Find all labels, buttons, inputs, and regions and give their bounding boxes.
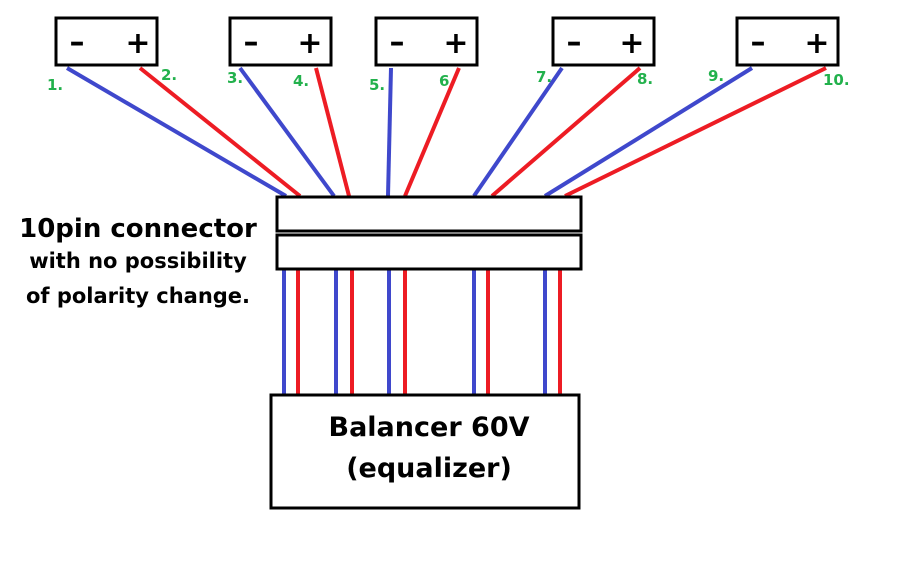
balancer-box (269, 393, 581, 510)
cell-4: – + (551, 16, 656, 67)
wire-1-upper (65, 66, 288, 198)
cell-box (228, 16, 333, 67)
pin-label-1: 1. (47, 76, 63, 94)
cell-box (551, 16, 656, 67)
balancer-title: Balancer 60V (329, 412, 530, 443)
connector-bottom-half (275, 233, 583, 271)
plus-sign: + (619, 26, 644, 61)
minus-sign: – (70, 25, 85, 60)
cell-3: – + (374, 16, 479, 67)
wire-8-upper (490, 66, 642, 198)
wire-2-upper (138, 66, 302, 198)
connector-title: 10pin connector (19, 214, 257, 244)
pin-label-10: 10. (823, 71, 850, 89)
connector-note-line-2: of polarity change. (26, 284, 250, 308)
plus-sign: + (443, 26, 468, 61)
wire-7-upper (472, 66, 564, 198)
plus-sign: + (804, 26, 829, 61)
plus-sign: + (297, 26, 322, 61)
minus-sign: – (751, 25, 766, 60)
minus-sign: – (390, 25, 405, 60)
plus-sign: + (125, 26, 150, 61)
pin-label-8: 8. (637, 70, 653, 88)
pin-label-4: 4. (293, 72, 309, 90)
wire-5-upper (386, 67, 393, 197)
wire-10-upper (564, 66, 827, 198)
cell-box (374, 16, 479, 67)
pin-label-5: 5. (369, 76, 385, 94)
minus-sign: – (567, 25, 582, 60)
wire-3-upper (238, 66, 336, 198)
connector-note-line-1: with no possibility (29, 249, 247, 273)
pin-label-3: 3. (227, 69, 243, 87)
pin-label-6: 6 (439, 72, 449, 90)
cell-box (54, 16, 159, 67)
pin-label-9: 9. (708, 67, 724, 85)
wire-6-upper (403, 67, 461, 197)
balancer: Balancer 60V (equalizer) (269, 393, 581, 510)
wires (65, 66, 827, 394)
pin-label-2: 2. (161, 66, 177, 84)
balancer-subtitle: (equalizer) (346, 453, 512, 484)
cell-2: – + (228, 16, 333, 67)
pin-label-7: 7. (536, 68, 552, 86)
cell-5: – + (735, 16, 840, 67)
cell-1: – + (54, 16, 159, 67)
connector (275, 195, 583, 271)
wire-9-upper (543, 66, 754, 198)
cell-box (735, 16, 840, 67)
minus-sign: – (244, 25, 259, 60)
connector-top-half (275, 195, 583, 233)
wire-4-upper (314, 67, 351, 197)
